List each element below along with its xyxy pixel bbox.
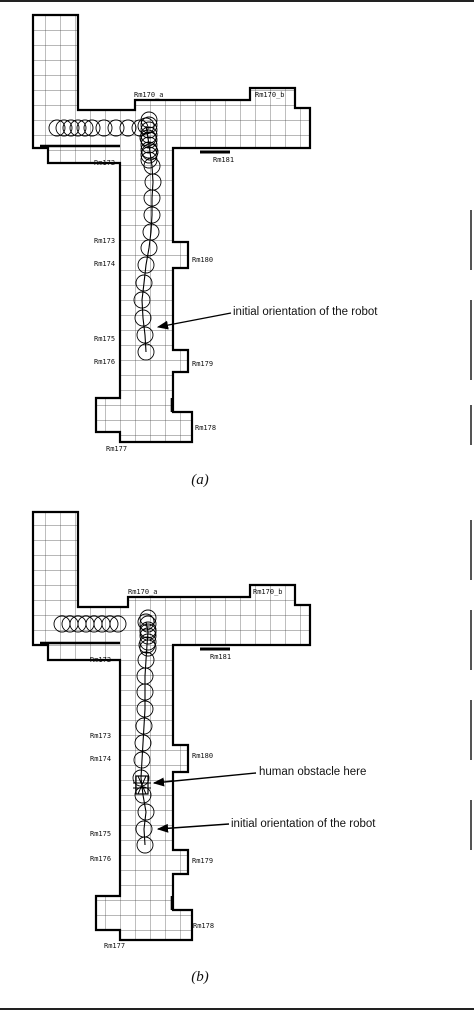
robot-pose-circle — [135, 717, 153, 735]
right-edge-mark — [470, 700, 472, 760]
room-label-rm178: Rm178 — [193, 922, 214, 930]
panel-b: human obstacle here initial orientation … — [31, 510, 376, 985]
robot-pose-circle — [134, 734, 152, 752]
right-edge-mark — [470, 610, 472, 670]
robot-pose-circle — [132, 769, 150, 787]
room-label-rm179: Rm179 — [192, 360, 213, 368]
annotation-orientation-a: initial orientation of the robot — [233, 306, 378, 318]
panel-caption-a: (a) — [191, 472, 209, 488]
robot-pose-circle — [140, 111, 158, 129]
room-label-rm170b: Rm170_b — [255, 91, 285, 99]
robot-pose-circle — [139, 627, 157, 645]
room-label-rm180: Rm180 — [192, 256, 213, 264]
panel-a: initial orientation of the robot Rm170_a… — [31, 13, 378, 488]
robot-pose-circle — [61, 615, 79, 633]
room-label-rm177: Rm177 — [104, 942, 125, 950]
room-label-rm180: Rm180 — [192, 752, 213, 760]
robot-pose-circle — [48, 119, 66, 137]
annotation-human-obstacle: human obstacle here — [259, 766, 366, 778]
robot-pose-circle — [134, 309, 152, 327]
right-edge-mark — [470, 520, 472, 580]
robot-pose-circle — [135, 274, 153, 292]
human-obstacle-marker — [133, 775, 151, 795]
right-edge-mark — [470, 210, 472, 270]
room-label-rm176: Rm176 — [94, 358, 115, 366]
room-label-rm178: Rm178 — [195, 424, 216, 432]
right-edge-mark — [470, 405, 472, 445]
robot-pose-circle — [140, 146, 158, 164]
robot-pose-circle — [143, 206, 161, 224]
robot-pose-circle — [133, 291, 151, 309]
robot-pose-circle — [53, 615, 71, 633]
floor-plan-a — [31, 13, 312, 444]
robot-pose-circle — [133, 751, 151, 769]
robot-pose-circle — [107, 119, 125, 137]
room-label-rm175: Rm175 — [94, 335, 115, 343]
robot-pose-circle — [139, 609, 157, 627]
robot-pose-circle — [140, 116, 158, 134]
room-label-rm181: Rm181 — [210, 653, 231, 661]
robot-pose-circle — [140, 136, 158, 154]
room-label-rm175: Rm175 — [90, 830, 111, 838]
robot-path-b — [53, 609, 157, 854]
robot-pose-circle — [119, 119, 137, 137]
room-label-rm174: Rm174 — [90, 755, 111, 763]
robot-pose-circle — [139, 615, 157, 633]
room-label-rm173: Rm173 — [90, 732, 111, 740]
room-label-rm170b: Rm170_b — [253, 588, 283, 596]
robot-pose-circle — [140, 126, 158, 144]
annotation-arrow — [156, 312, 232, 330]
annotation-arrow — [156, 823, 230, 833]
annotation-arrow — [152, 772, 257, 787]
room-label-rm174: Rm174 — [94, 260, 115, 268]
robot-pose-circle — [137, 256, 155, 274]
robot-pose-circle — [140, 131, 158, 149]
bottom-border-line — [0, 1008, 474, 1010]
room-label-rm172: Rm172 — [94, 159, 115, 167]
robot-pose-circle — [142, 223, 160, 241]
floor-plan-b — [31, 510, 312, 942]
robot-pose-circle — [135, 820, 153, 838]
robot-pose-circle — [140, 151, 158, 169]
robot-pose-circle — [140, 141, 158, 159]
trajectory-line — [141, 125, 154, 353]
robot-pose-circle — [95, 119, 113, 137]
room-label-rm176: Rm176 — [90, 855, 111, 863]
top-border-line — [0, 0, 474, 2]
room-label-rm179: Rm179 — [192, 857, 213, 865]
robot-pose-circle — [136, 326, 154, 344]
robot-pose-circle — [62, 119, 80, 137]
robot-pose-circle — [55, 119, 73, 137]
room-label-rm173: Rm173 — [94, 237, 115, 245]
room-label-rm177: Rm177 — [106, 445, 127, 453]
robot-pose-circle — [139, 639, 157, 657]
robot-pose-circle — [137, 803, 155, 821]
robot-pose-circle — [69, 119, 87, 137]
room-label-rm181: Rm181 — [213, 156, 234, 164]
robot-pose-circle — [137, 651, 155, 669]
annotation-orientation-b: initial orientation of the robot — [231, 818, 376, 830]
robot-pose-circle — [140, 121, 158, 139]
robot-pose-circle — [76, 119, 94, 137]
right-edge-mark — [470, 300, 472, 380]
room-label-rm170a: Rm170_a — [134, 91, 164, 99]
right-edge-mark — [470, 800, 472, 850]
robot-pose-circle — [139, 621, 157, 639]
room-label-rm172: Rm172 — [90, 656, 111, 664]
room-label-rm170a: Rm170_a — [128, 588, 158, 596]
robot-pose-circle — [137, 343, 155, 361]
robot-path-a — [48, 111, 162, 361]
robot-pose-circle — [83, 119, 101, 137]
robot-pose-circle — [137, 613, 155, 631]
robot-pose-circle — [136, 700, 154, 718]
panel-caption-b: (b) — [191, 969, 209, 985]
robot-pose-circle — [139, 633, 157, 651]
